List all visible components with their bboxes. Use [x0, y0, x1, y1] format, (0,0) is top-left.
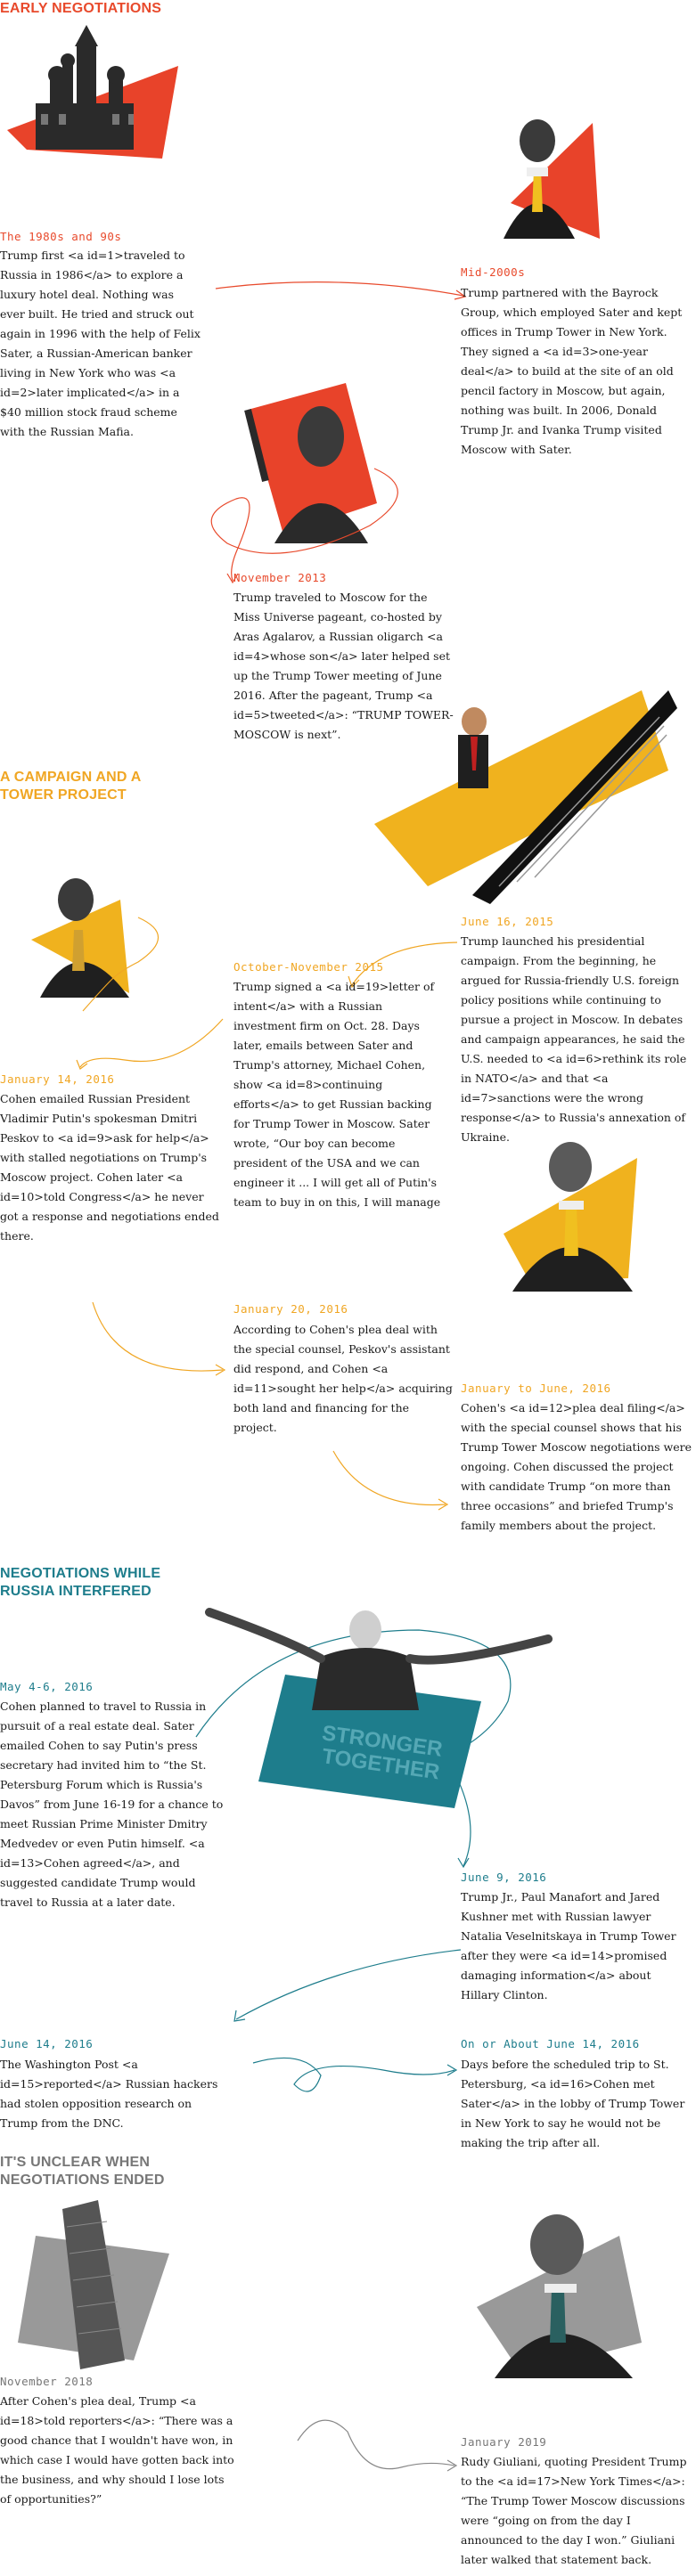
event-text: Cohen emailed Russian President Vladimir…: [0, 1092, 219, 1243]
section-title-negotiations-while-russia-interfered: NEGOTIATIONS WHILE RUSSIA INTERFERED: [0, 1566, 161, 1599]
trump-tower-image: [18, 2200, 169, 2369]
event-date: November 2018: [0, 2375, 94, 2388]
timeline-arrow: [76, 1018, 224, 1070]
timeline-arrow: [332, 1450, 449, 1511]
event-date: May 4-6, 2016: [0, 1680, 94, 1693]
rudy-giuliani-portrait: [477, 2214, 642, 2378]
event-date: June 16, 2015: [461, 915, 554, 928]
timeline-arrow: [233, 1949, 462, 2022]
event-text: Rudy Giuliani, quoting President Trump t…: [461, 2455, 687, 2566]
miss-universe-contestant-image: [244, 383, 377, 543]
felix-sater-portrait: [504, 119, 600, 239]
timeline-arrow: [297, 2419, 458, 2472]
event-text: Cohen planned to travel to Russia in pur…: [0, 1700, 224, 1909]
event-text: Trump traveled to Moscow for the Miss Un…: [233, 591, 454, 741]
timeline-arrow: [92, 1301, 226, 1376]
hillary-clinton-rally-image: STRONGER TOGETHER: [195, 1608, 553, 1869]
section-title-unclear-when-negotiations-ended: IT'S UNCLEAR WHEN NEGOTIATIONS ENDED: [0, 2155, 165, 2188]
event-date: On or About June 14, 2016: [461, 2037, 640, 2050]
event-date: October-November 2015: [233, 960, 384, 974]
event-date: Mid-2000s: [461, 265, 526, 279]
michael-cohen-portrait: [31, 878, 160, 1012]
event-date: January 2019: [461, 2435, 547, 2449]
robert-mueller-portrait: [504, 1142, 637, 1292]
section-title-early-negotiations: EARLY NEGOTIATIONS: [0, 1, 162, 16]
timeline-arrow: [215, 281, 467, 300]
event-text: Days before the scheduled trip to St. Pe…: [461, 2058, 685, 2149]
event-date: January 14, 2016: [0, 1072, 115, 1086]
timeline-arrow: [210, 468, 398, 584]
event-text: Trump signed a <a id=19>letter of intent…: [233, 980, 441, 1209]
event-text: Trump Jr., Paul Manafort and Jared Kushn…: [461, 1890, 676, 2001]
event-date: November 2013: [233, 571, 327, 584]
event-text: Trump first <a id=1>traveled to Russia i…: [0, 249, 201, 438]
event-text: According to Cohen's plea deal with the …: [233, 1323, 453, 1434]
event-date: June 9, 2016: [461, 1871, 547, 1884]
event-text: Trump partnered with the Bayrock Group, …: [461, 286, 683, 456]
timeline-arrow: [252, 2057, 458, 2092]
event-date: June 14, 2016: [0, 2037, 94, 2050]
event-text: Trump launched his presidential campaign…: [461, 934, 687, 1144]
section-title-campaign-and-tower: A CAMPAIGN AND A TOWER PROJECT: [0, 770, 141, 803]
event-text: The Washington Post <a id=15>reported</a…: [0, 2058, 218, 2130]
event-date: January to June, 2016: [461, 1382, 611, 1395]
event-text: After Cohen's plea deal, Trump <a id=18>…: [0, 2394, 234, 2506]
trump-escalator-image: [374, 690, 677, 904]
event-date: The 1980s and 90s: [0, 230, 122, 243]
st-basils-cathedral-image: [7, 25, 178, 159]
timeline-arrow: [348, 942, 458, 989]
event-text: Cohen's <a id=12>plea deal filing</a> wi…: [461, 1401, 692, 1532]
event-date: January 20, 2016: [233, 1302, 348, 1316]
